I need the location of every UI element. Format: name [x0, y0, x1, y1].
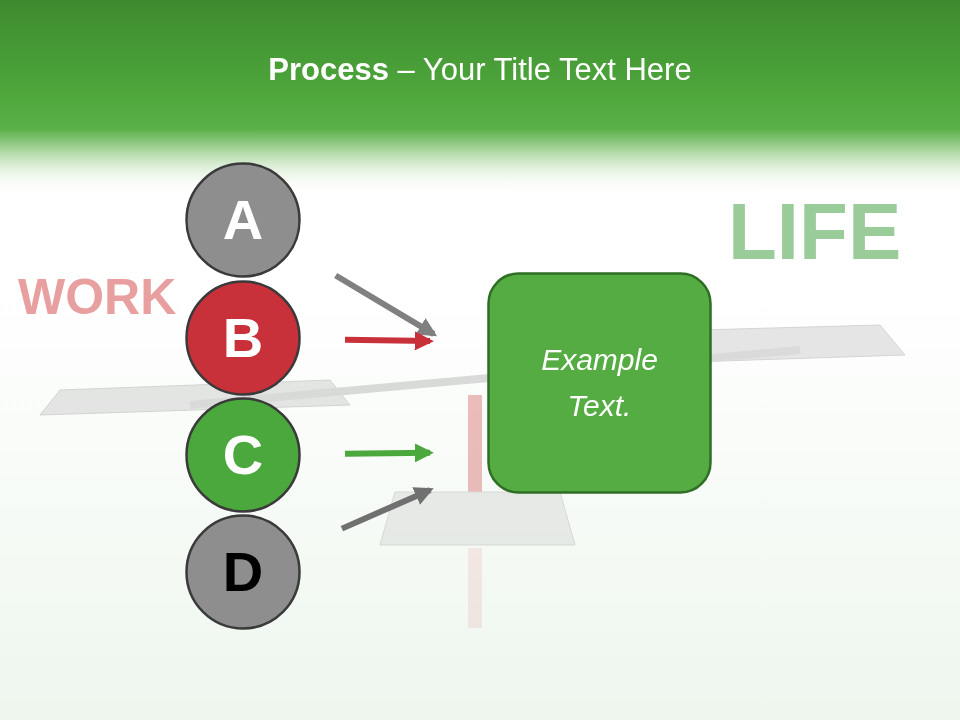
circle-fill: [187, 164, 300, 277]
letter-circle: C: [185, 397, 301, 513]
pivot: [468, 395, 482, 495]
slide-title: Process – Your Title Text Here: [0, 52, 960, 88]
connector-arrow: [345, 453, 430, 454]
reflection: [468, 548, 482, 628]
header-band: [0, 0, 960, 195]
node-letter: B: [223, 310, 263, 366]
circle-fill: [187, 516, 300, 629]
process-box: Example Text.: [487, 272, 712, 494]
node-text: Example Text.: [525, 337, 675, 430]
circle-fill: [187, 282, 300, 395]
box-outline: [487, 272, 712, 494]
node-letter: D: [223, 544, 263, 600]
box-fill: [489, 274, 711, 493]
node-letter: A: [223, 192, 263, 248]
letter-circle: B: [185, 280, 301, 396]
circle-fill: [187, 399, 300, 512]
illustration-word: LIFE: [728, 186, 901, 278]
node-letter: C: [223, 427, 263, 483]
letter-circle: D: [185, 514, 301, 630]
connector-arrow: [342, 490, 430, 529]
balance-scale: [40, 325, 905, 628]
connector-arrow: [336, 275, 434, 334]
illustration-word: WORK: [18, 268, 176, 326]
letter-circle: A: [185, 162, 301, 278]
connector-arrow: [345, 340, 430, 341]
